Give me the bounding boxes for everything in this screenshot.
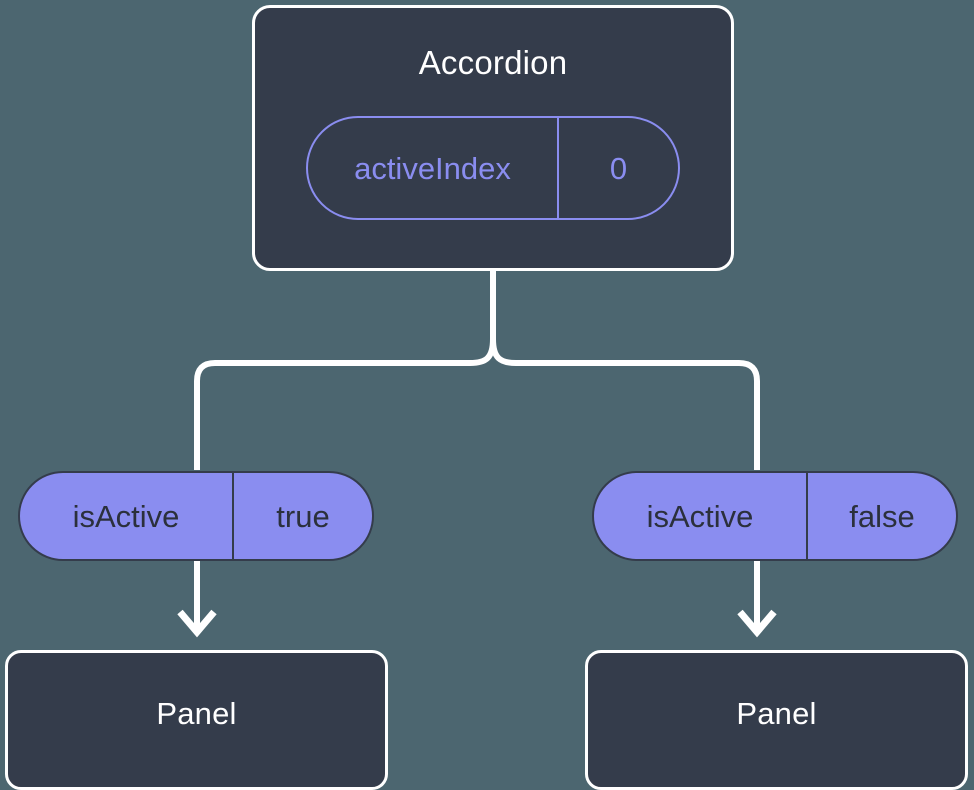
- prop-pill-right-key-label: isActive: [646, 498, 754, 534]
- prop-pill-left-value-label: true: [276, 498, 330, 534]
- arrow-head-left: [177, 609, 217, 638]
- prop-pill-left-key-cell: isActive: [20, 473, 234, 559]
- connector-fork-right: [490, 338, 760, 470]
- prop-pill-left-key-label: isActive: [72, 498, 180, 534]
- state-pill-value-label: 0: [609, 150, 628, 186]
- state-pill-key-cell: activeIndex: [308, 118, 559, 218]
- prop-pill-right[interactable]: isActive false: [592, 471, 958, 561]
- connector-fork-left: [194, 338, 496, 470]
- prop-pill-right-key-cell: isActive: [594, 473, 808, 559]
- state-pill-value-cell: 0: [559, 118, 678, 218]
- component-title-accordion: Accordion: [418, 44, 568, 81]
- state-pill-active-index[interactable]: activeIndex 0: [306, 116, 680, 220]
- prop-pill-left-value-cell: true: [234, 473, 372, 559]
- diagram-canvas: Accordion activeIndex 0 isActive true is…: [5, 5, 968, 790]
- prop-pill-left[interactable]: isActive true: [18, 471, 374, 561]
- component-box-panel-right[interactable]: Panel: [585, 650, 968, 790]
- component-box-accordion[interactable]: Accordion: [252, 5, 734, 271]
- arrow-head-right: [737, 609, 777, 638]
- state-pill-key-label: activeIndex: [354, 150, 511, 186]
- component-title-panel-right: Panel: [736, 695, 817, 731]
- component-title-panel-left: Panel: [156, 695, 237, 731]
- component-box-panel-left[interactable]: Panel: [5, 650, 388, 790]
- prop-pill-right-value-label: false: [849, 498, 915, 534]
- prop-pill-right-value-cell: false: [808, 473, 956, 559]
